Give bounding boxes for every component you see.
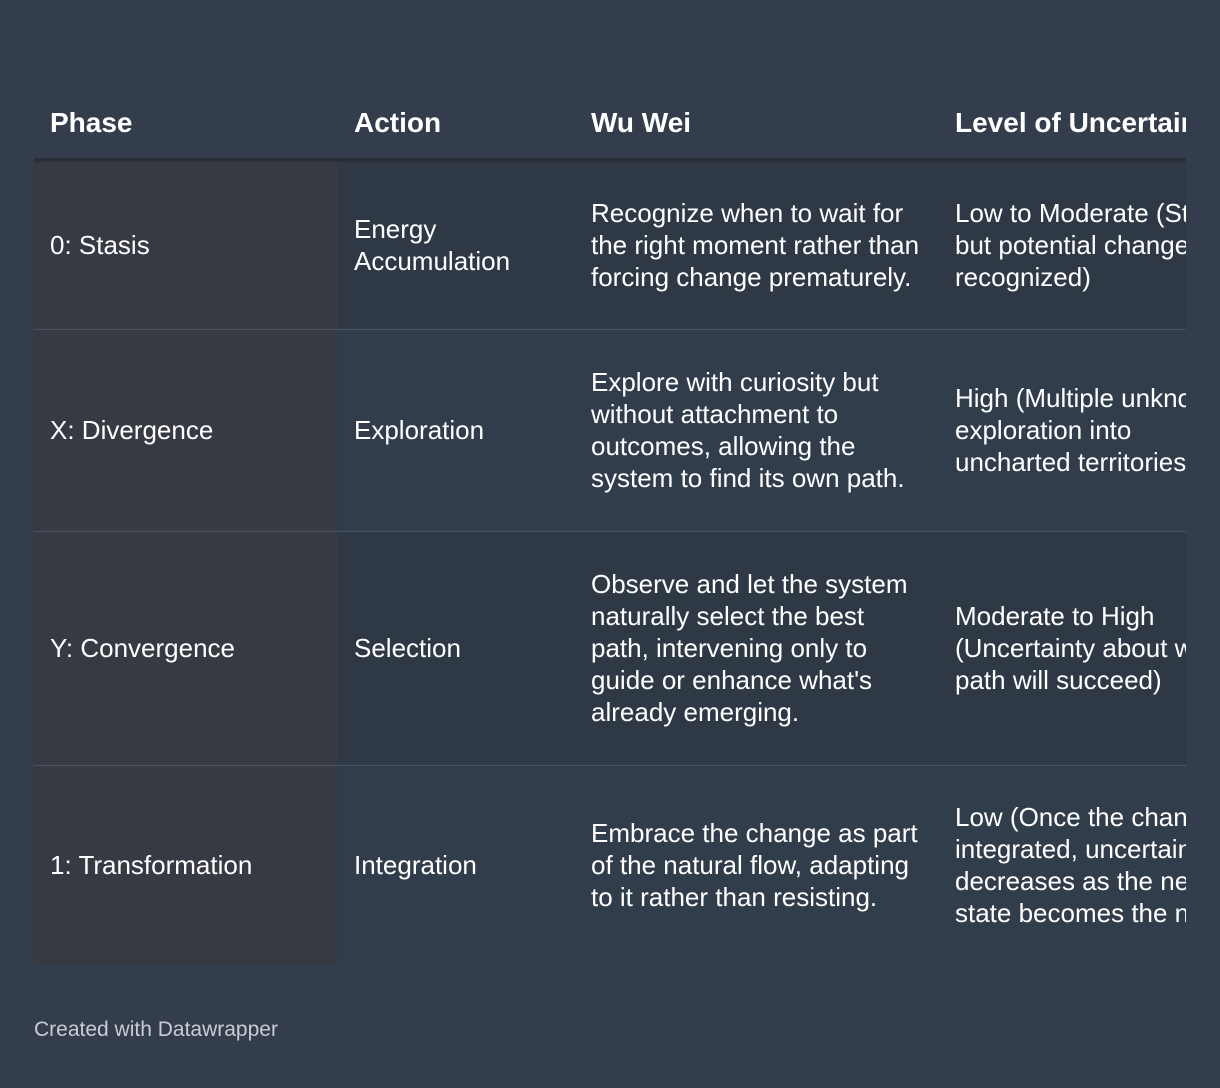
phase-table: Phase Action Wu Wei Level of Uncertainty…: [34, 88, 1186, 965]
cell-uncertainty: High (Multiple unknowns, exploration int…: [939, 329, 1186, 532]
cell-uncertainty: Low (Once the change is integrated, unce…: [939, 765, 1186, 965]
header-wu-wei: Wu Wei: [575, 88, 939, 162]
header-action: Action: [338, 88, 575, 162]
cell-action: Selection: [338, 531, 575, 766]
cell-action: Energy Accumulation: [338, 160, 575, 330]
cell-phase: 1: Transformation: [34, 765, 338, 965]
table-row: 0: Stasis Energy Accumulation Recognize …: [34, 160, 1186, 330]
cell-uncertainty: Moderate to High (Uncertainty about whic…: [939, 531, 1186, 766]
cell-wu-wei: Observe and let the system naturally sel…: [575, 531, 939, 766]
header-phase: Phase: [34, 88, 338, 162]
cell-wu-wei: Recognize when to wait for the right mom…: [575, 160, 939, 330]
cell-wu-wei: Explore with curiosity but without attac…: [575, 329, 939, 532]
cell-phase: 0: Stasis: [34, 160, 338, 330]
data-table-container: Phase Action Wu Wei Level of Uncertainty…: [34, 88, 1186, 965]
cell-uncertainty: Low to Moderate (Stable but potential ch…: [939, 160, 1186, 330]
table-header-row: Phase Action Wu Wei Level of Uncertainty: [34, 88, 1186, 162]
table-row: 1: Transformation Integration Embrace th…: [34, 765, 1186, 965]
table-row: X: Divergence Exploration Explore with c…: [34, 329, 1186, 532]
datawrapper-credit: Created with Datawrapper: [34, 1018, 278, 1041]
cell-action: Exploration: [338, 329, 575, 532]
cell-action: Integration: [338, 765, 575, 965]
table-row: Y: Convergence Selection Observe and let…: [34, 531, 1186, 766]
header-level-of-uncertainty: Level of Uncertainty: [939, 88, 1186, 162]
cell-phase: Y: Convergence: [34, 531, 338, 766]
cell-phase: X: Divergence: [34, 329, 338, 532]
cell-wu-wei: Embrace the change as part of the natura…: [575, 765, 939, 965]
